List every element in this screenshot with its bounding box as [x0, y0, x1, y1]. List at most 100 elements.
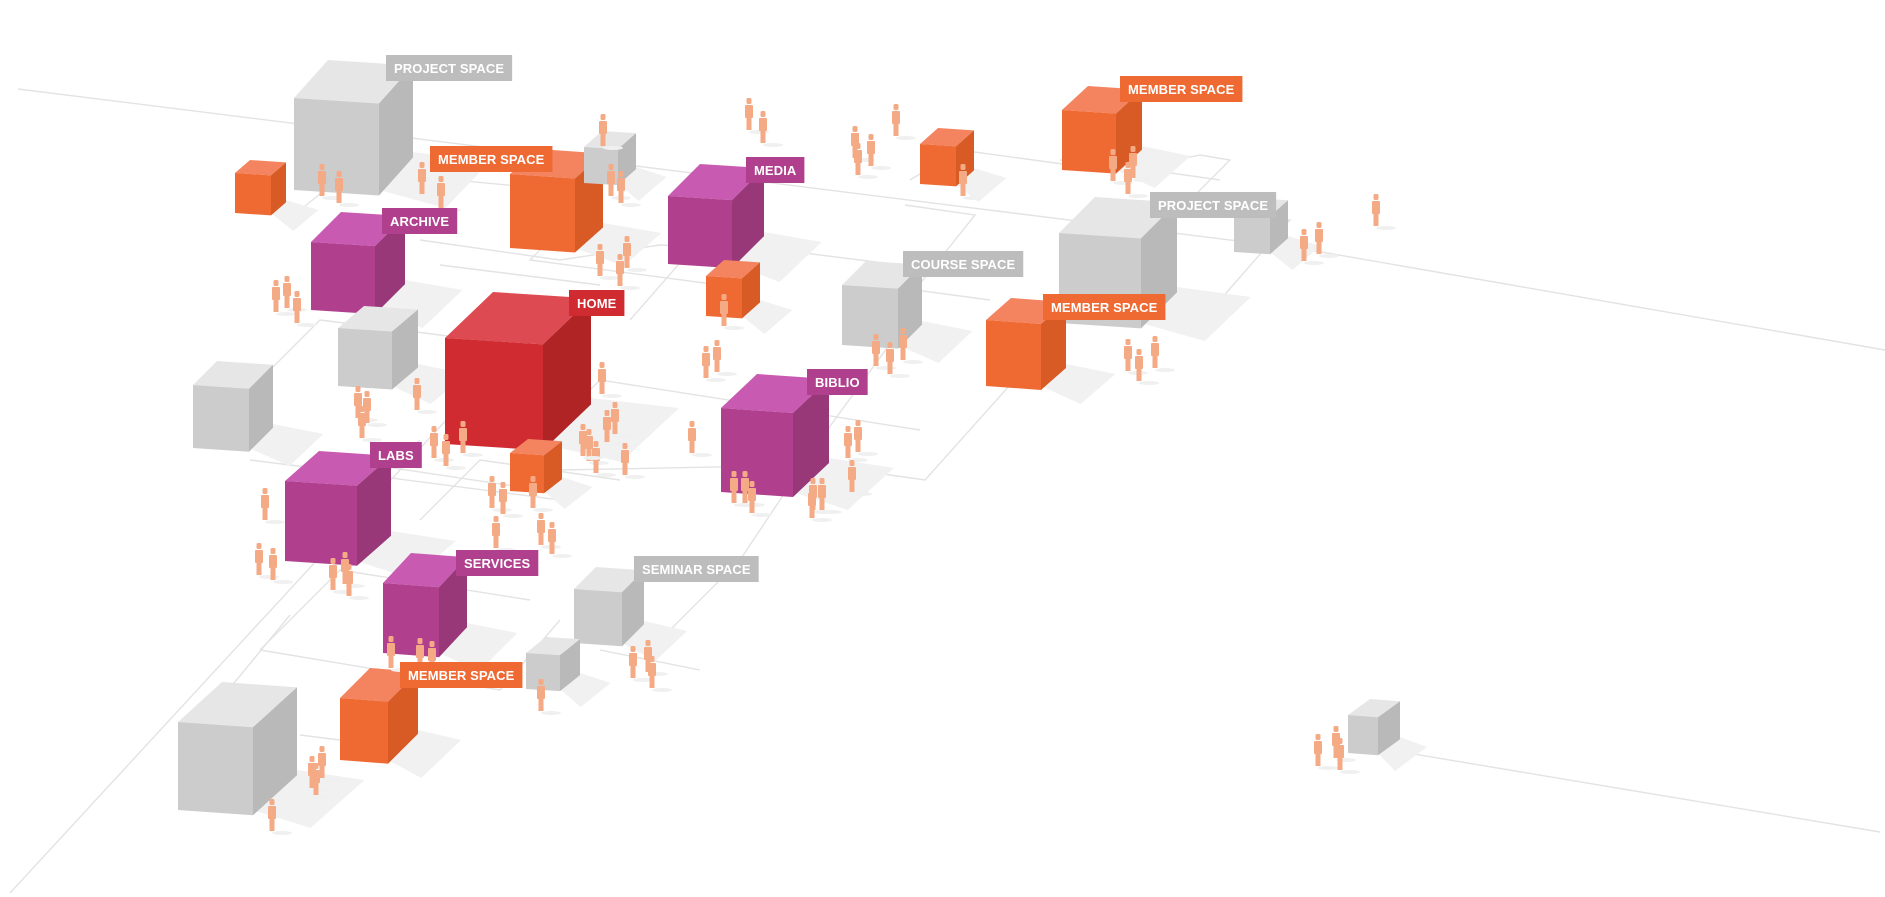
member-space-2-label[interactable]: MEMBER SPACE [1120, 76, 1243, 102]
person-icon [599, 114, 623, 150]
seminar-space-shadow [622, 621, 688, 661]
member-space-2-cube[interactable] [1062, 86, 1142, 174]
cube-top [383, 553, 467, 588]
unlabeled-orange-2-shadow [742, 300, 793, 334]
project-space-2-label[interactable]: PROJECT SPACE [1150, 192, 1277, 218]
cube-front [721, 408, 793, 498]
label-background [370, 442, 422, 468]
cube-front [510, 174, 575, 253]
member-space-4-cube[interactable] [340, 668, 418, 764]
label-background [807, 369, 868, 395]
home-cube[interactable] [445, 292, 591, 451]
unlabeled-gray-6-cube[interactable] [178, 682, 297, 816]
cube-top [235, 160, 286, 176]
labs-cube[interactable] [285, 451, 391, 566]
grid-line [9, 339, 521, 894]
person-icon [688, 421, 712, 457]
archive-cube[interactable] [311, 212, 405, 315]
person-icon [269, 548, 293, 584]
course-space-label[interactable]: COURSE SPACE [903, 251, 1024, 277]
member-space-4-label[interactable]: MEMBER SPACE [400, 662, 523, 688]
cube-side [439, 557, 467, 658]
cube-top [574, 567, 644, 593]
person-icon [854, 143, 878, 179]
label-background [382, 208, 458, 234]
unlabeled-orange-1-shadow [271, 200, 319, 231]
unlabeled-gray-4-shadow [249, 424, 324, 466]
person-icon [1109, 149, 1133, 185]
services-label[interactable]: SERVICES [456, 550, 539, 576]
seminar-space-label[interactable]: SEMINAR SPACE [634, 556, 759, 582]
cube-front [294, 98, 379, 196]
person-icon [596, 244, 620, 280]
unlabeled-gray-4-cube[interactable] [193, 361, 273, 452]
cube-side [249, 364, 273, 452]
cube-top [445, 292, 591, 345]
person-icon [1372, 194, 1396, 230]
biblio-label[interactable]: BIBLIO [807, 369, 868, 395]
unlabeled-gray-1-shadow [618, 167, 667, 201]
person-icon [537, 513, 561, 549]
person-icon [648, 656, 672, 692]
unlabeled-gray-3-cube[interactable] [338, 306, 418, 390]
grid-line [1359, 744, 1881, 833]
label-background [569, 290, 625, 316]
grid-line [419, 459, 621, 521]
project-space-1-label[interactable]: PROJECT SPACE [386, 55, 513, 81]
label-text: SEMINAR SPACE [642, 562, 751, 577]
labs-label[interactable]: LABS [370, 442, 422, 468]
cube-side [1041, 301, 1066, 390]
person-icon [459, 421, 483, 457]
unlabeled-gray-5-cube[interactable] [526, 637, 580, 692]
person-icon [808, 486, 832, 522]
label-background [1043, 294, 1166, 320]
biblio-cube[interactable] [721, 374, 829, 498]
cube-top [721, 374, 829, 414]
cube-side [622, 570, 644, 647]
person-icon [1336, 738, 1360, 774]
media-cube[interactable] [668, 164, 764, 269]
label-background [903, 251, 1024, 277]
label-text: LABS [378, 448, 414, 463]
home-label[interactable]: HOME [569, 290, 625, 316]
label-text: MEMBER SPACE [438, 152, 545, 167]
label-text: BIBLIO [815, 375, 860, 390]
person-icon [335, 171, 359, 207]
person-icon [293, 291, 317, 327]
media-label[interactable]: MEDIA [746, 157, 805, 183]
cube-front [574, 589, 622, 647]
person-icon [759, 111, 783, 147]
cube-side [271, 162, 286, 216]
unlabeled-gray-7-cube[interactable] [1348, 699, 1400, 756]
person-icon [603, 410, 627, 446]
archive-label[interactable]: ARCHIVE [382, 208, 458, 234]
member-space-1-label[interactable]: MEMBER SPACE [430, 146, 553, 172]
person-icon [261, 488, 285, 524]
person-icon [748, 481, 772, 517]
cube-top [510, 439, 562, 456]
unlabeled-orange-2-cube[interactable] [706, 260, 760, 319]
cube-front [842, 285, 898, 349]
cube-top [1059, 197, 1177, 239]
person-icon [1151, 336, 1175, 372]
grid-line [1309, 249, 1885, 351]
cube-top [178, 682, 297, 728]
seminar-space-cube[interactable] [574, 567, 644, 647]
cube-top [526, 637, 580, 656]
person-icon [442, 434, 466, 470]
member-space-3-label[interactable]: MEMBER SPACE [1043, 294, 1166, 320]
label-text: MEDIA [754, 163, 797, 178]
course-space-cube[interactable] [842, 261, 922, 349]
services-cube[interactable] [383, 553, 467, 658]
cube-side [357, 455, 391, 566]
unlabeled-orange-1-cube[interactable] [235, 160, 286, 216]
project-space-1-cube[interactable] [294, 60, 413, 196]
label-text: ARCHIVE [390, 214, 449, 229]
cube-front [1234, 214, 1270, 255]
cube-front [311, 242, 375, 315]
cube-top [584, 131, 636, 150]
label-text: PROJECT SPACE [1158, 198, 1268, 213]
cube-side [560, 639, 580, 692]
cube-top [842, 261, 922, 289]
person-icon [818, 478, 842, 514]
